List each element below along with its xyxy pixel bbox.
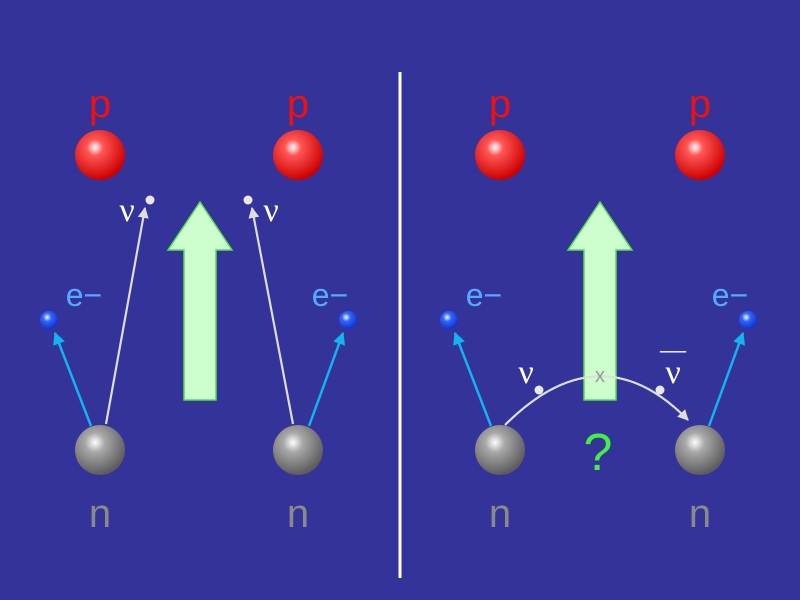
virtual-neutrino-arc: [504, 375, 689, 426]
neutron: [273, 425, 323, 475]
electron-label: e−: [466, 277, 502, 313]
neutron: [75, 425, 125, 475]
left-panel: p p ν ν e− e− n n: [40, 82, 357, 536]
neutrino-track: [248, 206, 295, 425]
electron-track: [307, 331, 346, 427]
neutron: [475, 425, 525, 475]
proton: [75, 130, 125, 180]
proton-label: p: [489, 82, 511, 126]
neutrino-label: ν: [518, 354, 533, 391]
electron-label: e−: [312, 277, 348, 313]
neutrino-label: ν: [263, 192, 278, 229]
neutron-label: n: [287, 492, 309, 536]
neutrino: [243, 195, 253, 205]
electron-track: [707, 331, 746, 427]
proton-label: p: [89, 82, 111, 126]
neutrino-label: ν: [119, 192, 134, 229]
proton: [273, 130, 323, 180]
electron-track: [453, 331, 493, 427]
electron: [739, 311, 757, 329]
neutron-label: n: [489, 492, 511, 536]
electron-label: e−: [712, 277, 748, 313]
proton-label: p: [287, 82, 309, 126]
neutron: [675, 425, 725, 475]
electron: [40, 311, 58, 329]
question-mark: ?: [584, 424, 613, 482]
proton: [675, 130, 725, 180]
neutrino: [145, 195, 155, 205]
electron: [339, 311, 357, 329]
electron-label: e−: [66, 277, 102, 313]
transformation-arrow: [166, 200, 234, 401]
antineutrino-bar: —: [659, 335, 687, 364]
right-panel: p p ν — ν x ? e− e− n n: [440, 82, 757, 536]
proton: [475, 130, 525, 180]
antineutrino-label: ν: [665, 354, 680, 391]
neutron-label: n: [689, 492, 711, 536]
antineutrino-vertex: [655, 385, 665, 395]
electron-track: [53, 331, 93, 427]
neutrino-vertex: [534, 385, 544, 395]
annihilation-mark: x: [595, 365, 605, 387]
neutron-label: n: [89, 492, 111, 536]
electron: [440, 311, 458, 329]
proton-label: p: [689, 82, 711, 126]
transformation-arrow: [566, 200, 634, 401]
neutrino-track: [104, 206, 149, 425]
